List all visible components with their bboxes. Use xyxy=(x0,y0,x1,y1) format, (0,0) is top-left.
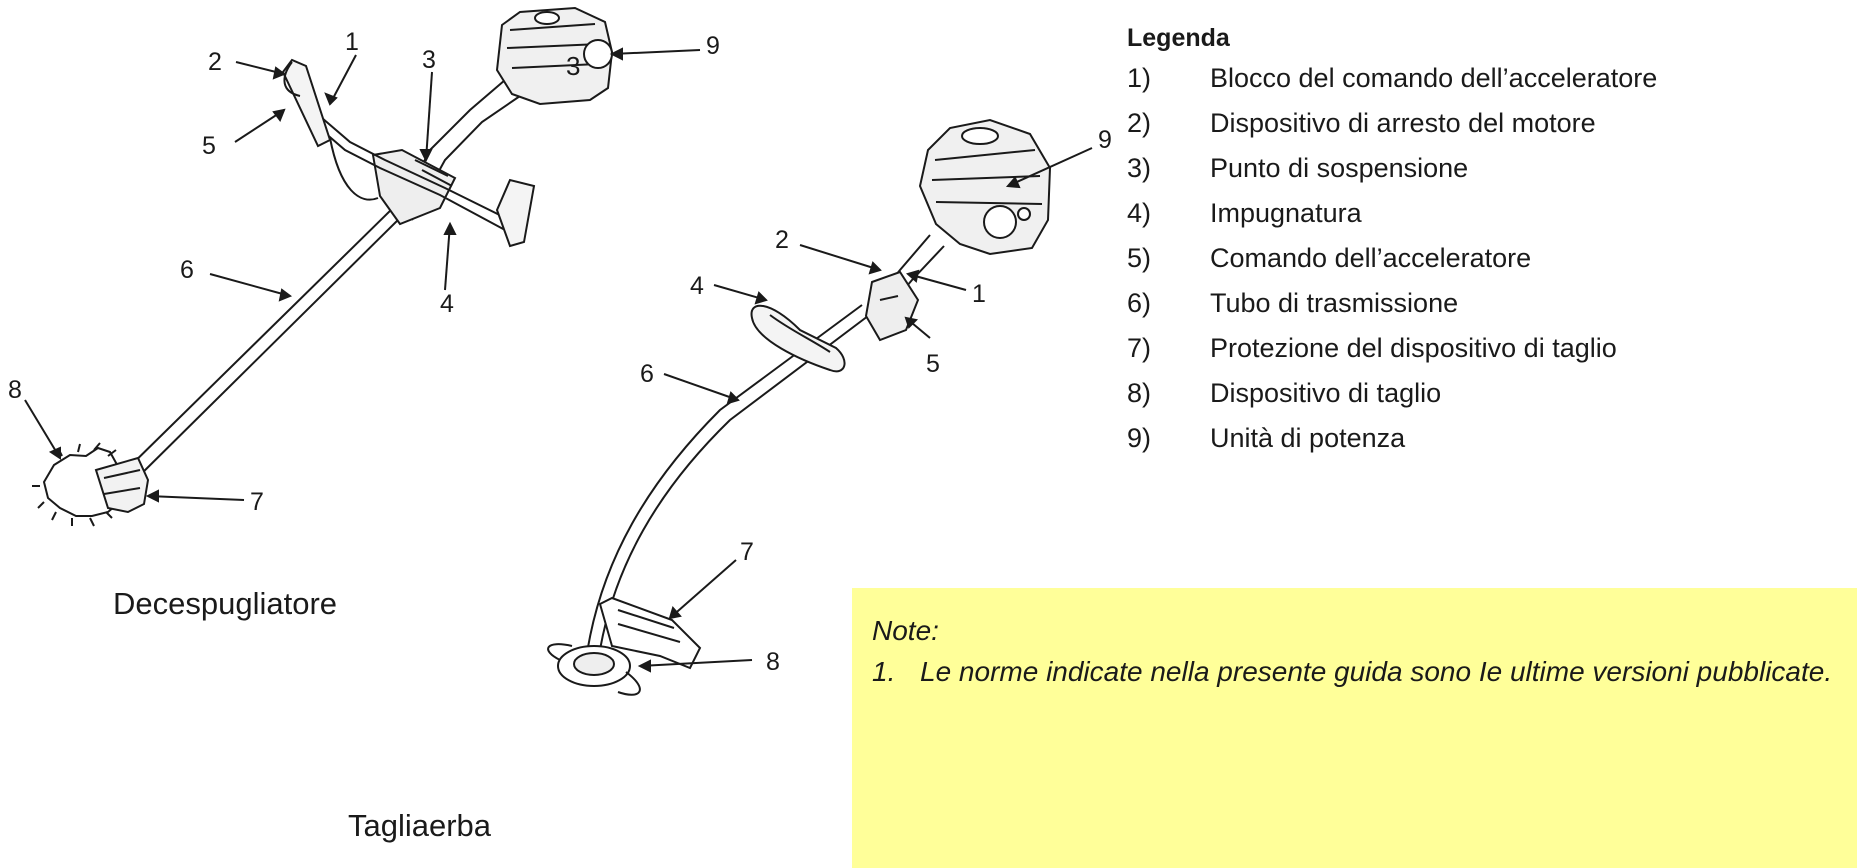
legend-number: 3) xyxy=(1127,156,1210,181)
brushcutter-power-unit: 3 xyxy=(497,8,612,104)
legend-item-1: 1) Blocco del comando dell’acceleratore xyxy=(1127,66,1862,91)
brushcutter-callout-1: 1 xyxy=(345,28,359,56)
legend-text: Dispositivo di arresto del motore xyxy=(1210,111,1862,136)
brushcutter-cutter-head xyxy=(32,443,148,526)
brushcutter-caption: Decespugliatore xyxy=(113,586,337,622)
legend-title: Legenda xyxy=(1127,24,1862,53)
brushcutter-callouts xyxy=(25,49,700,501)
brushcutter-callout-9: 9 xyxy=(706,32,720,60)
legend-item-9: 9) Unità di potenza xyxy=(1127,426,1862,451)
trimmer-power-unit xyxy=(920,120,1050,254)
trimmer-callout-8: 8 xyxy=(766,648,780,676)
brushcutter-callout-3: 3 xyxy=(422,46,436,74)
legend-text: Punto di sospensione xyxy=(1210,156,1862,181)
legend-item-6: 6) Tubo di trasmissione xyxy=(1127,291,1862,316)
note-box: Note: 1. Le norme indicate nella present… xyxy=(852,588,1857,868)
note-label: Note: xyxy=(872,610,1841,651)
note-text: Le norme indicate nella presente guida s… xyxy=(920,651,1832,692)
legend-text: Comando dell’acceleratore xyxy=(1210,246,1862,271)
note-number: 1. xyxy=(872,651,920,692)
trimmer-callout-7: 7 xyxy=(740,538,754,566)
legend-text: Blocco del comando dell’acceleratore xyxy=(1210,66,1862,91)
legend-number: 4) xyxy=(1127,201,1210,226)
trimmer-callout-9: 9 xyxy=(1098,126,1112,154)
trimmer-callout-1: 1 xyxy=(972,280,986,308)
brushcutter-drawing: 3 xyxy=(32,8,612,526)
trimmer-callout-6: 6 xyxy=(640,360,654,388)
trimmer-callout-2: 2 xyxy=(775,226,789,254)
legend-item-3: 3) Punto di sospensione xyxy=(1127,156,1862,181)
legend-text: Dispositivo di taglio xyxy=(1210,381,1862,406)
brushcutter-callout-2: 2 xyxy=(208,48,222,76)
trimmer-callout-5: 5 xyxy=(926,350,940,378)
legend-item-2: 2) Dispositivo di arresto del motore xyxy=(1127,111,1862,136)
legend-number: 9) xyxy=(1127,426,1210,451)
brushcutter-callout-4: 4 xyxy=(440,290,454,318)
legend-item-5: 5) Comando dell’acceleratore xyxy=(1127,246,1862,271)
brushcutter-callout-6: 6 xyxy=(180,256,194,284)
legend-number: 8) xyxy=(1127,381,1210,406)
legend-text: Tubo di trasmissione xyxy=(1210,291,1862,316)
legend-item-7: 7) Protezione del dispositivo di taglio xyxy=(1127,336,1862,361)
trimmer-loop-handle xyxy=(752,306,845,372)
brushcutter-callout-labels: 1 2 5 3 4 6 8 7 9 xyxy=(8,28,720,516)
brushcutter-callout-7: 7 xyxy=(250,488,264,516)
legend-item-4: 4) Impugnatura xyxy=(1127,201,1862,226)
svg-text:3: 3 xyxy=(566,51,580,81)
legend-item-8: 8) Dispositivo di taglio xyxy=(1127,381,1862,406)
legend-number: 2) xyxy=(1127,111,1210,136)
trimmer-cutting-head xyxy=(548,644,640,695)
legend-text: Impugnatura xyxy=(1210,201,1862,226)
brushcutter-callout-8: 8 xyxy=(8,376,22,404)
legend-number: 6) xyxy=(1127,291,1210,316)
legend-number: 1) xyxy=(1127,66,1210,91)
trimmer-caption: Tagliaerba xyxy=(348,808,491,844)
legend: Legenda 1) Blocco del comando dell’accel… xyxy=(1127,24,1862,471)
legend-number: 7) xyxy=(1127,336,1210,361)
note-item: 1. Le norme indicate nella presente guid… xyxy=(872,651,1841,692)
legend-number: 5) xyxy=(1127,246,1210,271)
trimmer-callout-4: 4 xyxy=(690,272,704,300)
legend-text: Protezione del dispositivo di taglio xyxy=(1210,336,1862,361)
brushcutter-callout-5: 5 xyxy=(202,132,216,160)
legend-text: Unità di potenza xyxy=(1210,426,1862,451)
